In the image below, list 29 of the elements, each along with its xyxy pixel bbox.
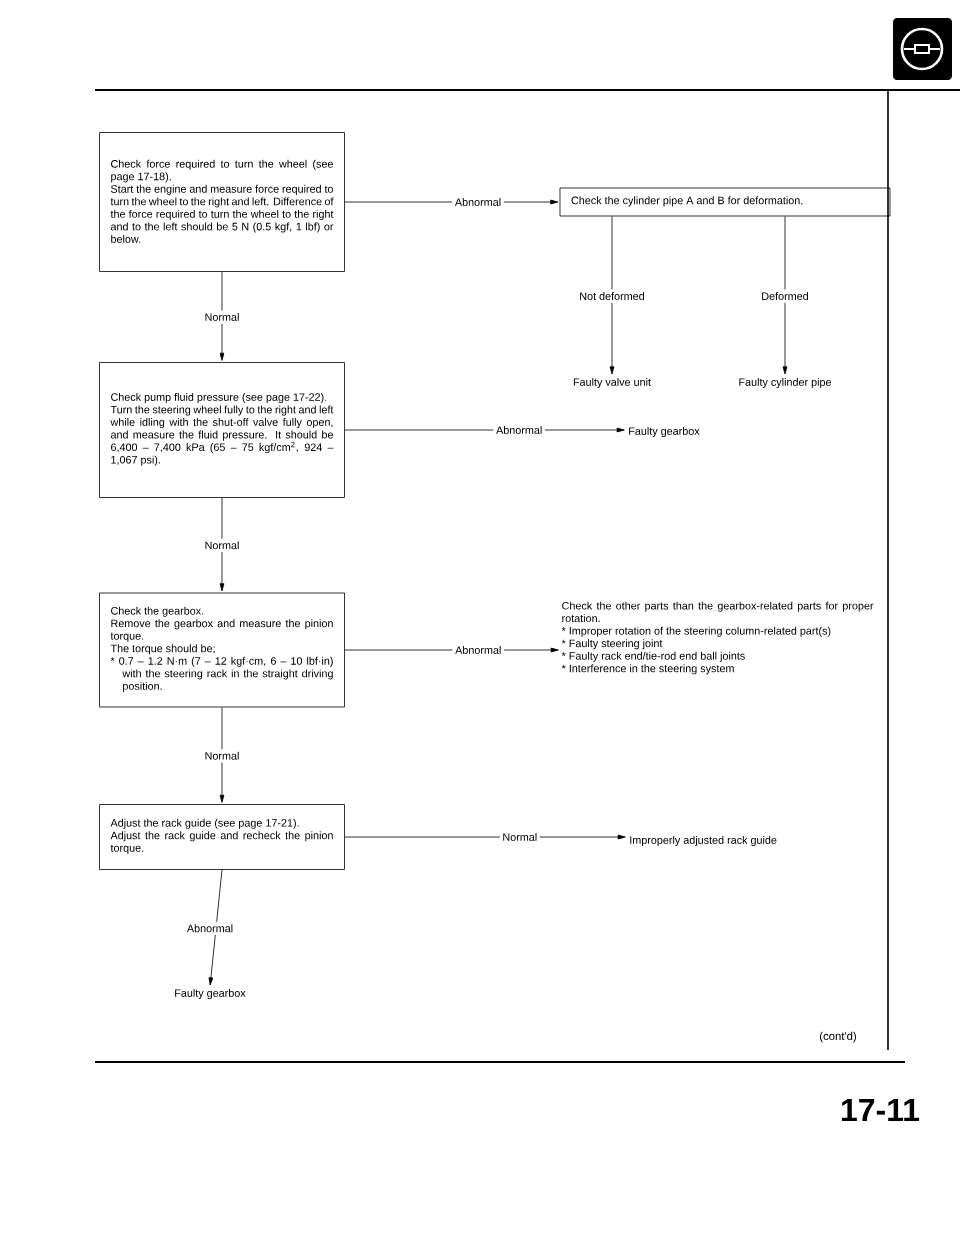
result-text: Faulty gearbox [629,427,700,438]
page-number: 17-11 [841,1099,920,1121]
arrow [219,497,225,592]
continued-note: (cont'd) [820,1031,856,1043]
process-box: Check the cylinder pipe A and B for deformation. [559,187,891,217]
edge-label: Abnormal [452,195,504,209]
process-box: Check the gearbox. Remove the gearbox and measure the pinion torque. The torque should be; * 0.7 – 1.2 N·m (7 – 12 kgf·cm, 6 – 10 lbf·in) with the steering rack in the straight driving position. [99,592,345,708]
edge-label: Deformed [758,289,812,303]
arrow [609,216,615,375]
process-box: Check pump fluid pressure (see page 17-22). Turn the steering wheel fully to the right and left while idling with the shut-off valve fully open, and measure the fluid pressure. It should be 6,400 – 7,400 kPa (65 – 75 kgf/cm$^{2}$, 924 – 1,067 psi). [99,362,345,498]
edge-label: Normal [201,538,243,552]
edge-label: Abnormal [493,423,545,437]
result-text: Faulty cylinder pipe [739,378,831,389]
edge-label: Not deformed [576,289,648,303]
arrow [208,869,223,986]
arrow [219,271,225,361]
process-box: Check force required to turn the wheel (see page 17-18). Start the engine and measure force required to turn the wheel to the right and left. Difference of the force required to turn the wheel to the right and to the left should be 5 N (0.5 kgf, 1 lbf) or below. [99,132,345,272]
edge-label: Normal [499,830,540,844]
arrow [219,707,225,803]
edge-label: Abnormal [184,921,236,935]
edge-label: Abnormal [452,643,505,657]
edge-label: Normal [201,310,243,324]
result-text: Faulty gearbox [175,989,246,1000]
arrow [782,216,788,375]
result-text: Check the other parts than the gearbox-related parts for proper rotation. * Improper rotation of the steering column-related part(s) * Faulty steering joint * Faulty rack end/tie-rod end ball joints * Interference in the steering system [561,601,874,675]
result-text: Faulty valve unit [573,378,651,389]
result-text: Improperly adjusted rack guide [630,836,777,847]
process-box: Adjust the rack guide (see page 17-21). Adjust the rack guide and recheck the pinion torque. [99,804,345,870]
edge-label: Normal [201,749,243,763]
